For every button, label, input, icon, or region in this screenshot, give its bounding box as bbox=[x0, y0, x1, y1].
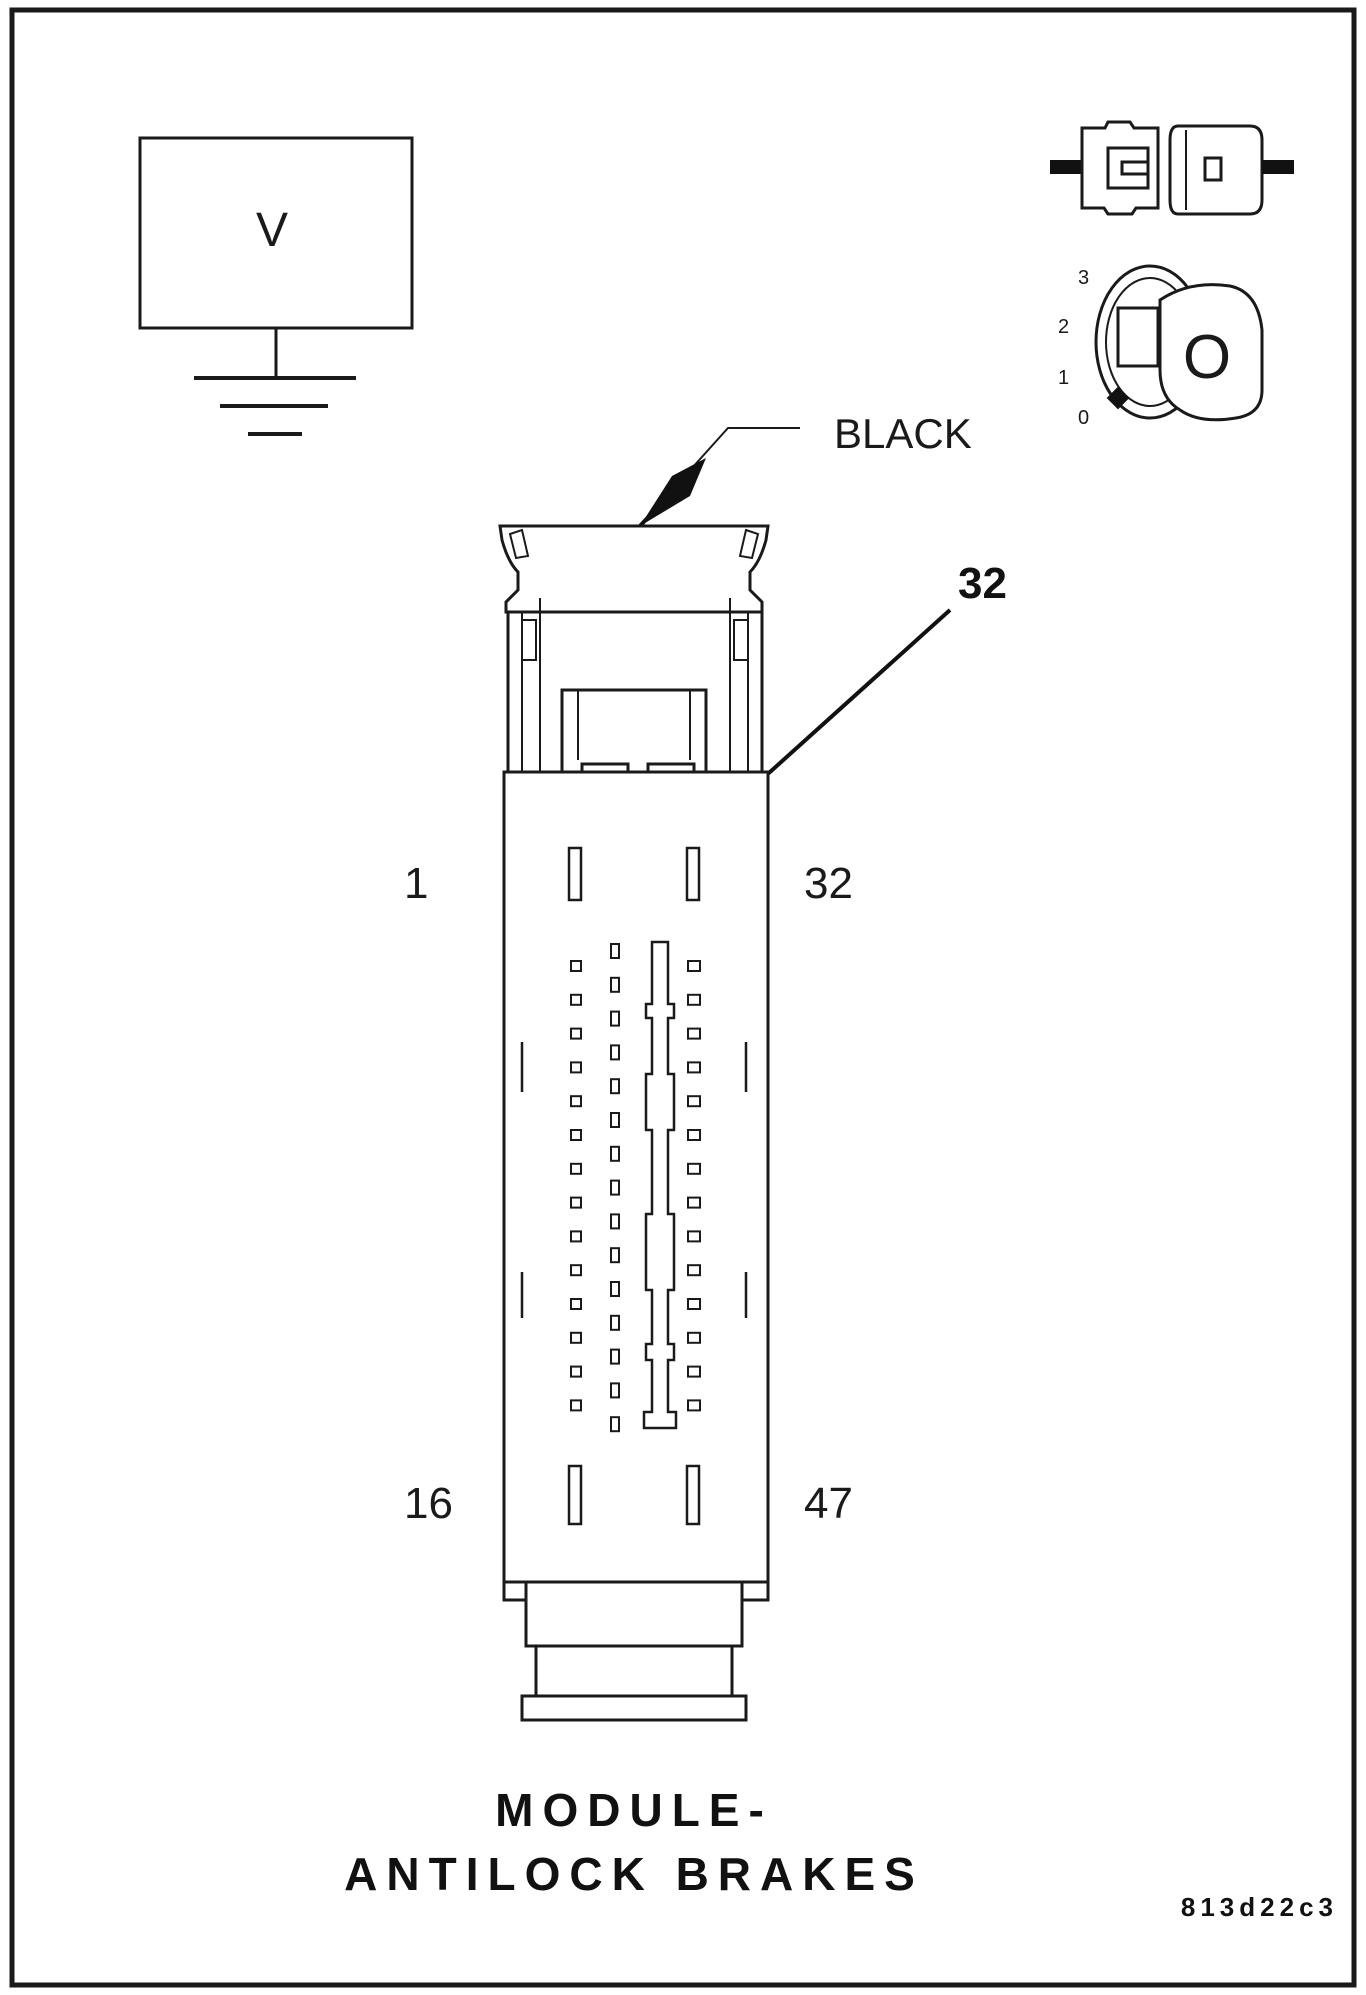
pin-cavity bbox=[570, 1027, 582, 1040]
pin-cavity bbox=[687, 1264, 701, 1277]
pin-cavity bbox=[570, 1129, 582, 1141]
pin-cavity bbox=[610, 1145, 620, 1162]
pin-cavity bbox=[687, 1129, 701, 1141]
pin-cavity bbox=[687, 1061, 701, 1074]
pin-cavity bbox=[687, 1331, 701, 1344]
pin-cavity bbox=[570, 960, 582, 972]
pin-cavity bbox=[610, 1112, 620, 1128]
ignition-key-glyph: O bbox=[1183, 323, 1231, 392]
pin-label-1: 1 bbox=[404, 859, 428, 908]
pin-cavity bbox=[610, 1213, 620, 1230]
pin-cavity bbox=[610, 1044, 620, 1061]
pin-cavity bbox=[570, 1061, 582, 1074]
ignition-position-0: 0 bbox=[1078, 407, 1089, 429]
pin-cavity bbox=[687, 960, 701, 972]
pin-cavity bbox=[687, 1298, 701, 1310]
pin-cavity bbox=[610, 1281, 620, 1297]
connector-color-label: BLACK bbox=[834, 410, 972, 457]
pin-cavity bbox=[687, 1162, 701, 1175]
pin-cavity bbox=[687, 1399, 701, 1412]
ground-icon bbox=[194, 376, 356, 436]
pin-cavity bbox=[570, 1331, 582, 1344]
connector-body bbox=[498, 524, 770, 1722]
title-line-2: ANTILOCK BRAKES bbox=[344, 1848, 924, 1900]
pin-cavity bbox=[570, 1230, 582, 1243]
pin-cavity bbox=[610, 1078, 620, 1095]
pin-cavity bbox=[610, 1010, 620, 1027]
ignition-position-3: 3 bbox=[1078, 267, 1089, 289]
pin-cavity bbox=[570, 1196, 582, 1209]
pin-cavity bbox=[687, 1095, 701, 1108]
pin-cavity bbox=[570, 1162, 582, 1175]
pin-cavity bbox=[570, 1298, 582, 1310]
figure-frame bbox=[9, 7, 1357, 1988]
pin-cavity bbox=[610, 1247, 620, 1264]
callout-pin-label: 32 bbox=[958, 559, 1007, 608]
pin-cavity bbox=[610, 943, 620, 959]
title-line-1: MODULE- bbox=[495, 1784, 773, 1836]
ignition-position-2: 2 bbox=[1058, 316, 1069, 338]
voltmeter-symbol: V bbox=[138, 136, 414, 378]
ignition-position-1: 1 bbox=[1058, 367, 1069, 389]
pin-label-47: 47 bbox=[804, 1479, 853, 1528]
pin-cavity bbox=[687, 1196, 701, 1209]
pin-cavity bbox=[570, 1095, 582, 1108]
pin-label-32: 32 bbox=[804, 859, 853, 908]
pin-label-16: 16 bbox=[404, 1479, 453, 1528]
color-leader bbox=[638, 427, 800, 528]
pin-cavity bbox=[610, 1179, 620, 1196]
pin-cavity bbox=[687, 1365, 701, 1378]
pin-cavity bbox=[687, 993, 701, 1006]
pin-cavity bbox=[570, 993, 582, 1006]
pin-cavity bbox=[570, 1264, 582, 1277]
disconnected-connector-icon bbox=[1050, 120, 1294, 216]
figure-id: 813d22c3 bbox=[1181, 1892, 1338, 1922]
voltmeter-label: V bbox=[256, 204, 288, 257]
pin-cavity bbox=[610, 976, 620, 993]
pin-cavity bbox=[610, 1348, 620, 1365]
pin-cavity bbox=[610, 1314, 620, 1331]
pin-cavity bbox=[687, 1027, 701, 1040]
pin-cavity bbox=[570, 1365, 582, 1378]
ignition-key-icon: 3 2 1 0 O bbox=[1058, 264, 1264, 429]
pin-cavity bbox=[570, 1399, 582, 1412]
pin-cavities bbox=[570, 943, 701, 1433]
pin-cavity bbox=[687, 1230, 701, 1243]
pin-cavity bbox=[610, 1382, 620, 1399]
pin-cavity bbox=[610, 1416, 620, 1433]
